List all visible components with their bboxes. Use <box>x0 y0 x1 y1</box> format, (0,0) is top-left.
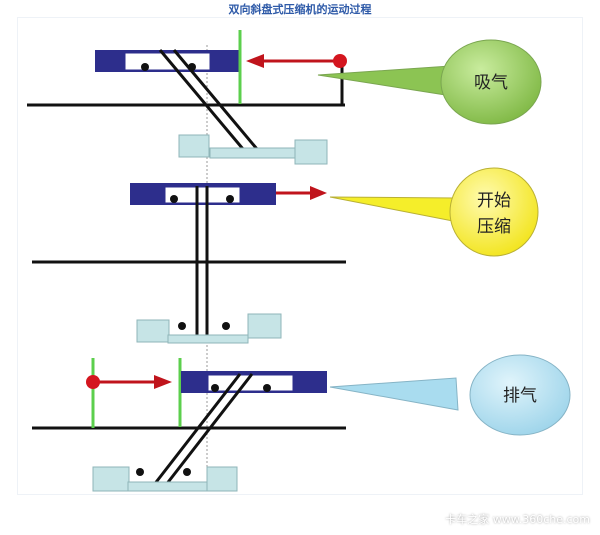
bottom-block <box>206 466 238 492</box>
bottom-block <box>294 139 328 165</box>
callout-label: 压缩 <box>477 217 511 237</box>
bottom-block <box>167 334 249 344</box>
ball <box>178 322 186 330</box>
callout-label: 吸气 <box>474 73 508 93</box>
bottom-block <box>247 313 282 339</box>
diagram-title: 双向斜盘式压缩机的运动过程 <box>228 3 372 16</box>
callout-label: 开始 <box>477 191 511 211</box>
ball <box>222 322 230 330</box>
ball <box>226 195 234 203</box>
bottom-block <box>136 319 170 343</box>
piston-hub <box>124 52 211 71</box>
callout-exhaust: 排气 <box>329 354 571 436</box>
callout-bubble <box>469 354 571 436</box>
ball <box>141 63 149 71</box>
ball <box>170 195 178 203</box>
stage-exhaust <box>32 358 346 492</box>
swash-plate <box>148 373 242 491</box>
bottom-block <box>92 466 130 492</box>
piston-hub <box>164 186 241 204</box>
callout-tail <box>329 377 459 411</box>
swash-plate <box>158 49 250 156</box>
arrow-head <box>246 54 264 68</box>
arrow-head <box>310 186 327 200</box>
callout-label: 排气 <box>503 386 537 406</box>
swash-plate <box>172 49 264 156</box>
ball <box>263 384 271 392</box>
callout-start-compress: 开始 压缩 <box>329 167 539 257</box>
arrow-source-dot <box>333 54 347 68</box>
stage-intake <box>27 30 347 165</box>
bottom-block <box>209 147 297 159</box>
bottom-block <box>178 134 210 158</box>
callout-tail <box>329 196 459 223</box>
arrow-head <box>154 375 172 389</box>
watermark: 卡车之家 www.360che.com <box>445 513 590 526</box>
stage-start-compress <box>32 183 346 344</box>
callout-tail <box>317 65 453 97</box>
ball <box>136 468 144 476</box>
bottom-block <box>127 481 209 492</box>
swash-plate <box>160 373 254 491</box>
ball <box>183 468 191 476</box>
callout-bubble <box>449 167 539 257</box>
arrow-source-dot <box>86 375 100 389</box>
callout-intake: 吸气 <box>317 39 542 125</box>
ball <box>211 384 219 392</box>
callout-bubble <box>440 39 542 125</box>
